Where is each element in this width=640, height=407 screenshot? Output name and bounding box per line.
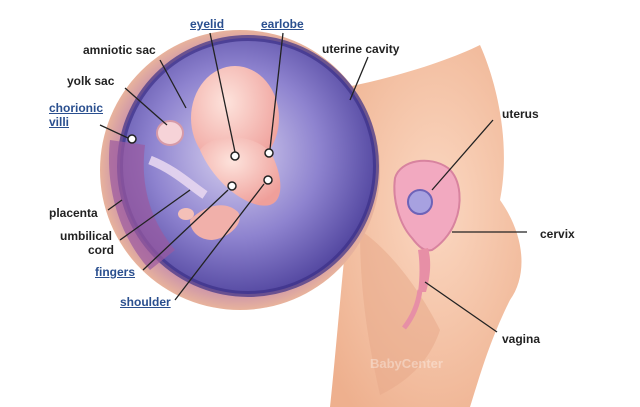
vagina-shape (402, 289, 423, 330)
label-amniotic-sac: amniotic sac (83, 43, 156, 57)
cervix-shape (418, 248, 431, 292)
label-shoulder[interactable]: shoulder (120, 295, 171, 309)
eyelid-marker (230, 151, 240, 161)
label-umbilical: umbilical (60, 229, 113, 243)
label-yolk-sac: yolk sac (67, 74, 115, 88)
label-uterine-cavity: uterine cavity (322, 42, 400, 56)
chorionic-villi-marker (127, 134, 137, 144)
label-villi[interactable]: villi (49, 115, 70, 129)
leader-lines (99, 32, 527, 333)
label-fingers[interactable]: fingers (95, 265, 136, 279)
label-uterus: uterus (502, 107, 539, 121)
pelvis-shading (360, 230, 440, 395)
label-chorionic[interactable]: chorionic (49, 101, 104, 115)
label-cervix: cervix (540, 227, 575, 241)
fingers-marker (227, 181, 237, 191)
umbilical-cord-shape (148, 155, 208, 199)
placenta-region (108, 140, 175, 270)
label-vagina: vagina (502, 332, 541, 346)
uterus-embryo-icon (407, 189, 433, 215)
label-cord: cord (88, 243, 115, 257)
label-placenta: placenta (49, 206, 98, 220)
yolk-sac-shape (156, 120, 184, 146)
earlobe-marker (264, 148, 274, 158)
watermark: BabyCenter (370, 356, 443, 371)
label-eyelid[interactable]: eyelid (190, 17, 225, 31)
label-earlobe[interactable]: earlobe (261, 17, 304, 31)
shoulder-marker (263, 175, 273, 185)
